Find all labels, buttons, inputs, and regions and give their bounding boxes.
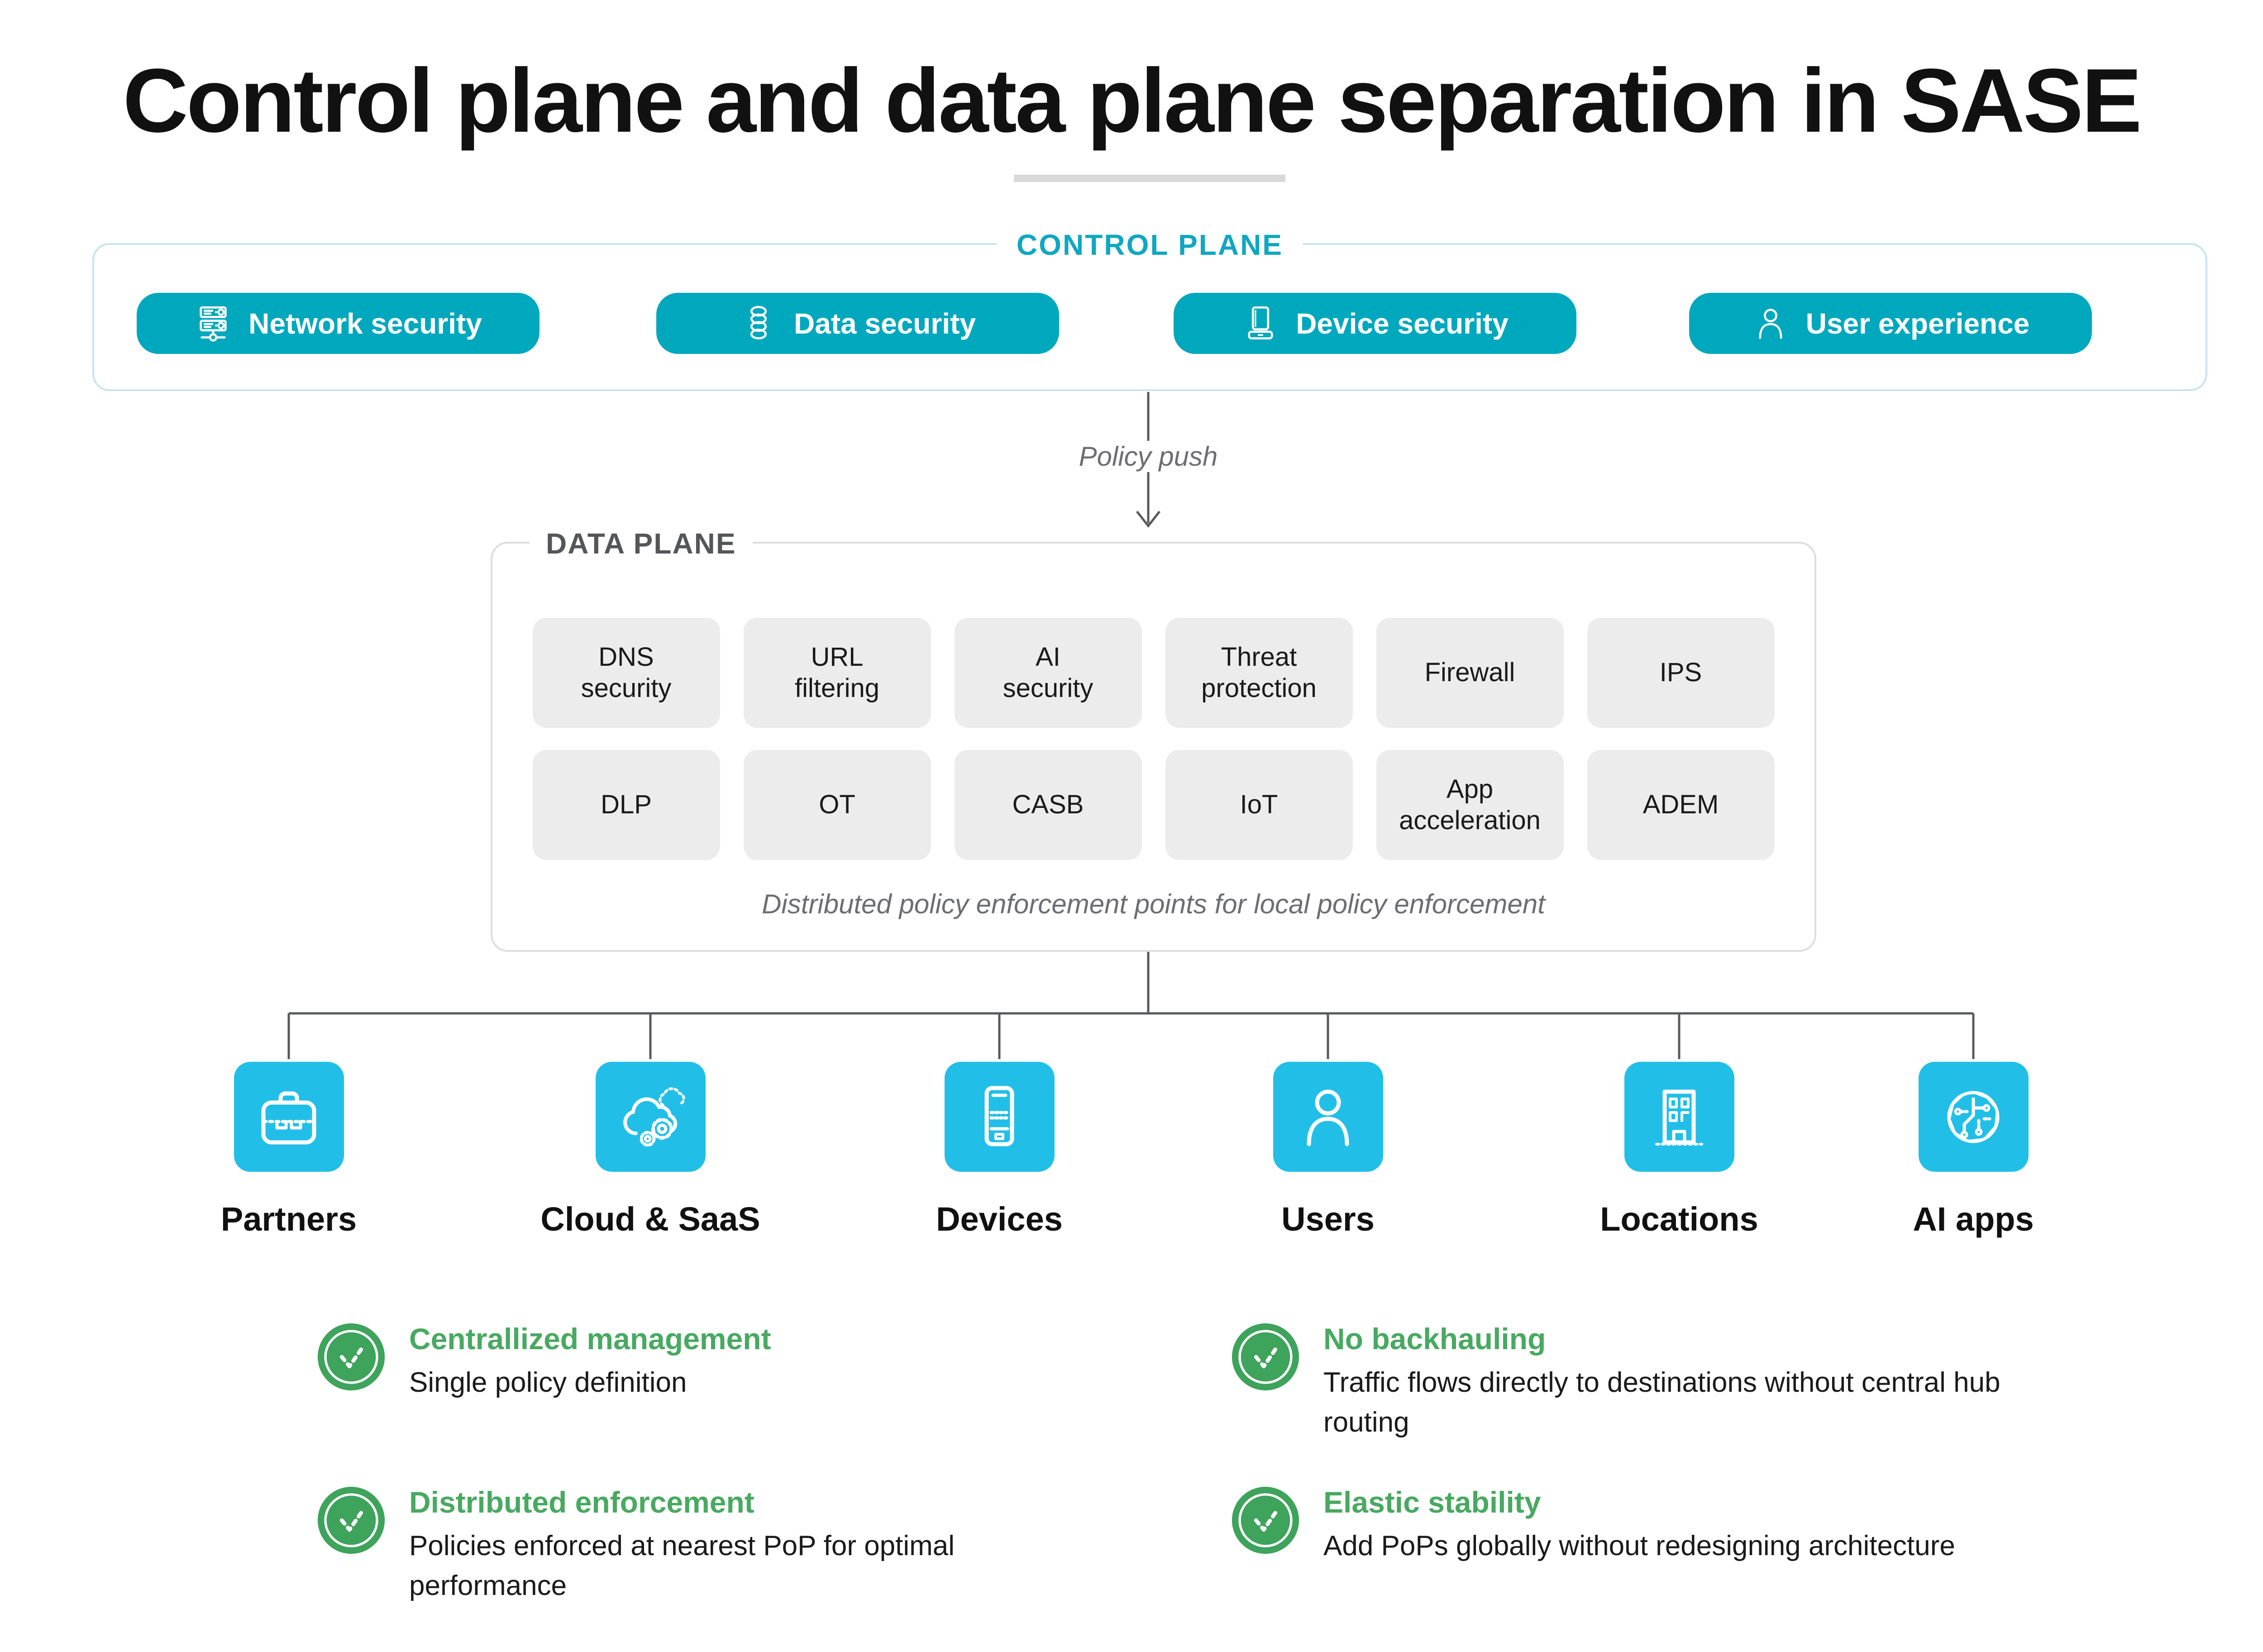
server-network-icon <box>200 306 227 342</box>
data-plane-label: DATA PLANE <box>530 527 753 560</box>
endpoint-tile <box>1624 1062 1734 1172</box>
benefit-distributed-enforcement: Distributed enforcement Policies enforce… <box>317 1486 1088 1606</box>
data-plane-caption: Distributed policy enforcement points fo… <box>762 889 1545 919</box>
benefit-title: Centrallized management <box>409 1322 771 1356</box>
device-icon <box>1248 306 1273 339</box>
check-circle-icon <box>1232 1323 1299 1391</box>
pill-user-experience: User experience <box>1689 293 2092 354</box>
dp-cell-threat-protection: Threat protection <box>1165 618 1353 728</box>
endpoint-tile <box>944 1062 1055 1172</box>
database-icon <box>750 306 767 339</box>
user-icon <box>1307 1089 1349 1146</box>
cloud-gears-icon <box>623 1087 685 1146</box>
pill-network-security: Network security <box>137 293 539 354</box>
check-circle-icon <box>1232 1486 1299 1554</box>
endpoint-partners: Partners <box>194 1062 384 1238</box>
pill-label: Data security <box>794 307 976 340</box>
dp-cell-adem: ADEM <box>1587 750 1775 860</box>
endpoint-label: Cloud & SaaS <box>540 1200 760 1238</box>
dp-cell-url-filtering: URL filtering <box>743 618 931 728</box>
benefit-description: Single policy definition <box>409 1366 687 1398</box>
endpoint-locations: Locations <box>1584 1062 1774 1238</box>
dp-cell-iot: IoT <box>1165 750 1353 860</box>
endpoint-tile <box>595 1062 706 1172</box>
dp-cell-casb: CASB <box>954 750 1142 860</box>
endpoint-label: AI apps <box>1913 1200 2034 1238</box>
building-icon <box>1655 1089 1703 1146</box>
pill-label: Network security <box>248 307 482 340</box>
endpoint-tile <box>1273 1062 1383 1172</box>
page-title: Control plane and data plane separation … <box>123 50 2142 151</box>
title-divider <box>1014 175 1285 182</box>
benefit-description: Add PoPs globally without redesigning ar… <box>1323 1530 1955 1561</box>
dp-cell-ot: OT <box>743 750 931 860</box>
benefit-title: Distributed enforcement <box>409 1485 754 1519</box>
pill-data-security: Data security <box>656 293 1059 354</box>
smartphone-icon <box>984 1086 1014 1146</box>
benefit-elastic-stability: Elastic stability Add PoPs globally with… <box>1231 1486 1955 1566</box>
data-plane-grid: DNS security URL filtering AI security T… <box>532 618 1775 860</box>
endpoint-cloud-saas: Cloud & SaaS <box>540 1062 760 1238</box>
endpoint-label: Users <box>1281 1200 1375 1238</box>
dp-cell-firewall: Firewall <box>1376 618 1564 728</box>
dp-cell-ai-security: AI security <box>954 618 1142 728</box>
pill-label: Device security <box>1296 307 1509 340</box>
endpoint-tile <box>234 1062 344 1172</box>
dp-cell-ips: IPS <box>1587 618 1775 728</box>
briefcase-icon <box>261 1091 316 1144</box>
policy-push-label: Policy push <box>1066 441 1231 472</box>
benefit-no-backhauling: No backhauling Traffic flows directly to… <box>1231 1323 2002 1442</box>
pill-label: User experience <box>1805 307 2030 340</box>
control-plane-label: CONTROL PLANE <box>997 228 1303 262</box>
check-circle-icon <box>317 1486 385 1554</box>
person-icon <box>1759 308 1782 339</box>
benefit-title: No backhauling <box>1323 1322 1546 1356</box>
benefit-description: Traffic flows directly to destinations w… <box>1323 1366 2000 1438</box>
benefit-centralized-management: Centrallized management Single policy de… <box>317 1323 771 1403</box>
dp-cell-dns-security: DNS security <box>532 618 720 728</box>
endpoint-devices: Devices <box>904 1062 1094 1238</box>
endpoint-ai-apps: AI apps <box>1878 1062 2068 1238</box>
endpoint-tile <box>1918 1062 2029 1172</box>
dp-cell-dlp: DLP <box>532 750 720 860</box>
endpoint-label: Devices <box>936 1200 1063 1238</box>
endpoint-label: Partners <box>220 1200 357 1238</box>
benefit-description: Policies enforced at nearest PoP for opt… <box>409 1530 955 1601</box>
ai-circuit-icon <box>1947 1091 2000 1143</box>
control-plane-box: CONTROL PLANE Network security <box>92 228 2207 391</box>
dp-cell-app-acceleration: App acceleration <box>1376 750 1564 860</box>
benefit-title: Elastic stability <box>1323 1485 1541 1519</box>
endpoint-label: Locations <box>1600 1200 1758 1238</box>
pill-device-security: Device security <box>1174 293 1576 354</box>
endpoint-users: Users <box>1233 1062 1423 1238</box>
data-plane-box: DATA PLANE DNS security URL filtering AI… <box>491 527 1816 952</box>
check-circle-icon <box>317 1323 385 1391</box>
